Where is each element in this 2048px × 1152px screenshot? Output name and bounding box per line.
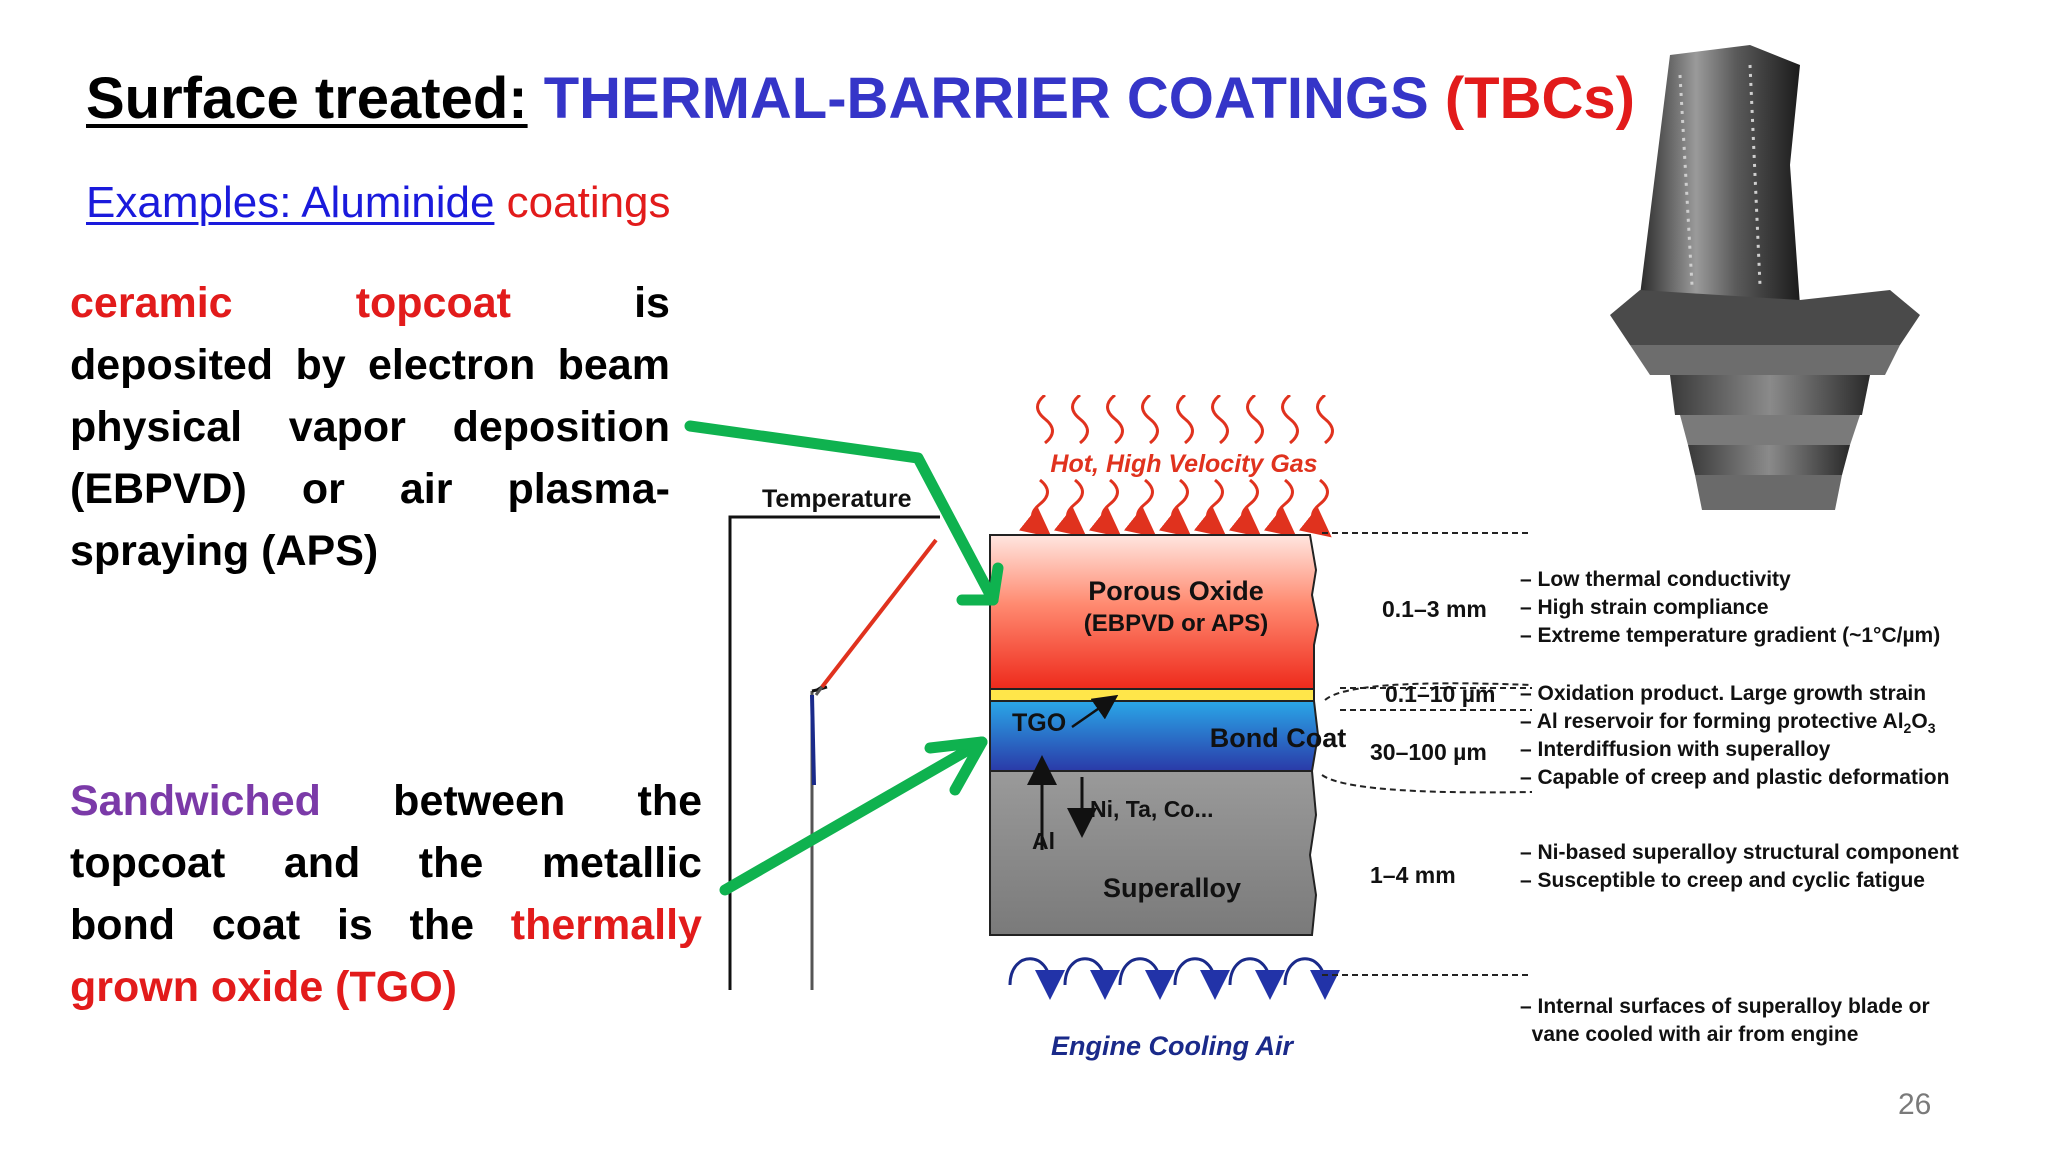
paragraph-word: is: [634, 279, 670, 327]
porous-oxide-label: Porous Oxide: [1088, 576, 1264, 606]
examples-rest: coatings: [494, 178, 671, 227]
paragraph-word: bond: [70, 901, 176, 949]
hot-gas-arrow-icons: [1018, 478, 1332, 538]
slide-title: Surface treated: THERMAL-BARRIER COATING…: [86, 66, 1635, 133]
paragraph-word: and: [283, 839, 361, 887]
tbc-diagram: Hot, High Velocity Gas Temperature Porou…: [728, 395, 1959, 1061]
hot-gas-wave-icons: [1036, 395, 1334, 445]
paragraph-word: is: [336, 901, 373, 949]
hot-gas-label: Hot, High Velocity Gas: [1050, 450, 1317, 478]
cooling-note-2: vane cooled with air from engine: [1520, 1023, 1858, 1046]
title-prefix: Surface treated:: [86, 66, 528, 131]
topcoat-note-1: – Low thermal conductivity: [1520, 568, 1791, 591]
paragraph-word: deposition: [452, 403, 670, 451]
bond-coat-note-3: – Capable of creep and plastic deformati…: [1520, 766, 1949, 789]
examples-link[interactable]: Examples: Aluminide: [86, 178, 495, 227]
paragraph-word: by: [295, 341, 346, 389]
title-main: THERMAL-BARRIER COATINGS: [527, 66, 1429, 131]
paragraph-word: the: [409, 901, 475, 949]
temperature-axes: [728, 515, 940, 990]
paragraph-word: air: [399, 465, 453, 513]
paragraph-word: (EBPVD): [70, 465, 247, 513]
paragraph-line: (EBPVD) or air plasma-: [70, 458, 670, 520]
tgo-note: – Oxidation product. Large growth strain: [1520, 682, 1926, 705]
turbine-blade-image: [1610, 45, 1920, 510]
tgo-label: TGO: [1012, 709, 1066, 737]
paragraph-word: electron: [367, 341, 536, 389]
ni-ta-co-label: Ni, Ta, Co...: [1090, 796, 1214, 822]
bond-coat-layer: [989, 700, 1320, 772]
paragraph-word: or: [301, 465, 345, 513]
porous-oxide-sublabel: (EBPVD or APS): [1084, 610, 1268, 637]
topcoat-note-2: – High strain compliance: [1520, 596, 1769, 619]
paragraph-word: physical: [70, 403, 243, 451]
cooling-air-arrow-icons: [1008, 957, 1340, 1000]
examples-line: Examples: Aluminide coatings: [86, 178, 671, 228]
temperature-gradient-bondcoat: [810, 694, 816, 786]
paragraph-word: vapor: [288, 403, 406, 451]
cooling-air-label: Engine Cooling Air: [1051, 1031, 1294, 1061]
paragraph-word: ceramic: [70, 279, 233, 327]
paragraph-word: between: [393, 777, 566, 825]
topcoat-note-3: – Extreme temperature gradient (~1°C/µm): [1520, 624, 1940, 647]
cooling-note-1: – Internal surfaces of superalloy blade …: [1520, 995, 1930, 1018]
paragraph-word: deposited: [70, 341, 274, 389]
paragraph-word: the: [418, 839, 484, 887]
superalloy-label: Superalloy: [1103, 873, 1241, 903]
bond-coat-label: Bond Coat: [1210, 723, 1346, 753]
superalloy-note-2: – Susceptible to creep and cyclic fatigu…: [1520, 869, 1925, 892]
paragraph-last-line: grown oxide (TGO): [70, 963, 457, 1011]
al-label: Al: [1032, 828, 1055, 854]
bond-coat-note-1: – Al reservoir for forming protective Al…: [1520, 710, 1936, 736]
layer-separators: [1321, 532, 1533, 976]
topcoat-paragraph: ceramic topcoat is deposited by electron beam p…: [70, 272, 670, 582]
paragraph-last-line: spraying (APS): [70, 527, 379, 575]
title-abbr: (TBCs): [1428, 66, 1635, 131]
bond-coat-note-2: – Interdiffusion with superalloy: [1520, 738, 1831, 761]
tgo-layer: [989, 688, 1315, 702]
temperature-gradient-topcoat: [820, 538, 938, 689]
paragraph-word: beam: [557, 341, 670, 389]
paragraph-line: ceramic topcoat is: [70, 272, 670, 334]
superalloy-note-1: – Ni-based superalloy structural compone…: [1520, 841, 1959, 864]
tgo-pointer-arrow: [1071, 694, 1119, 729]
paragraph-word: topcoat: [70, 839, 226, 887]
paragraph-word: metallic: [541, 839, 702, 887]
paragraph-word: coat: [211, 901, 301, 949]
paragraph-word: thermally: [510, 901, 702, 949]
page-number: 26: [1898, 1088, 1932, 1121]
paragraph-line: deposited by electron beam: [70, 334, 670, 396]
paragraph-line: Sandwiched between the: [70, 770, 702, 832]
topcoat-thickness: 0.1–3 mm: [1382, 596, 1487, 622]
paragraph-word: topcoat: [355, 279, 511, 327]
paragraph-word: plasma-: [507, 465, 670, 513]
paragraph-line: physical vapor deposition: [70, 396, 670, 458]
paragraph-word: Sandwiched: [70, 777, 321, 825]
paragraph-line: topcoat and the metallic: [70, 832, 702, 894]
temperature-label: Temperature: [762, 485, 912, 513]
superalloy-thickness: 1–4 mm: [1370, 862, 1456, 888]
paragraph-word: the: [637, 777, 703, 825]
tgo-thickness: 0.1–10 µm: [1385, 681, 1495, 707]
bond-coat-thickness: 30–100 µm: [1370, 739, 1487, 765]
